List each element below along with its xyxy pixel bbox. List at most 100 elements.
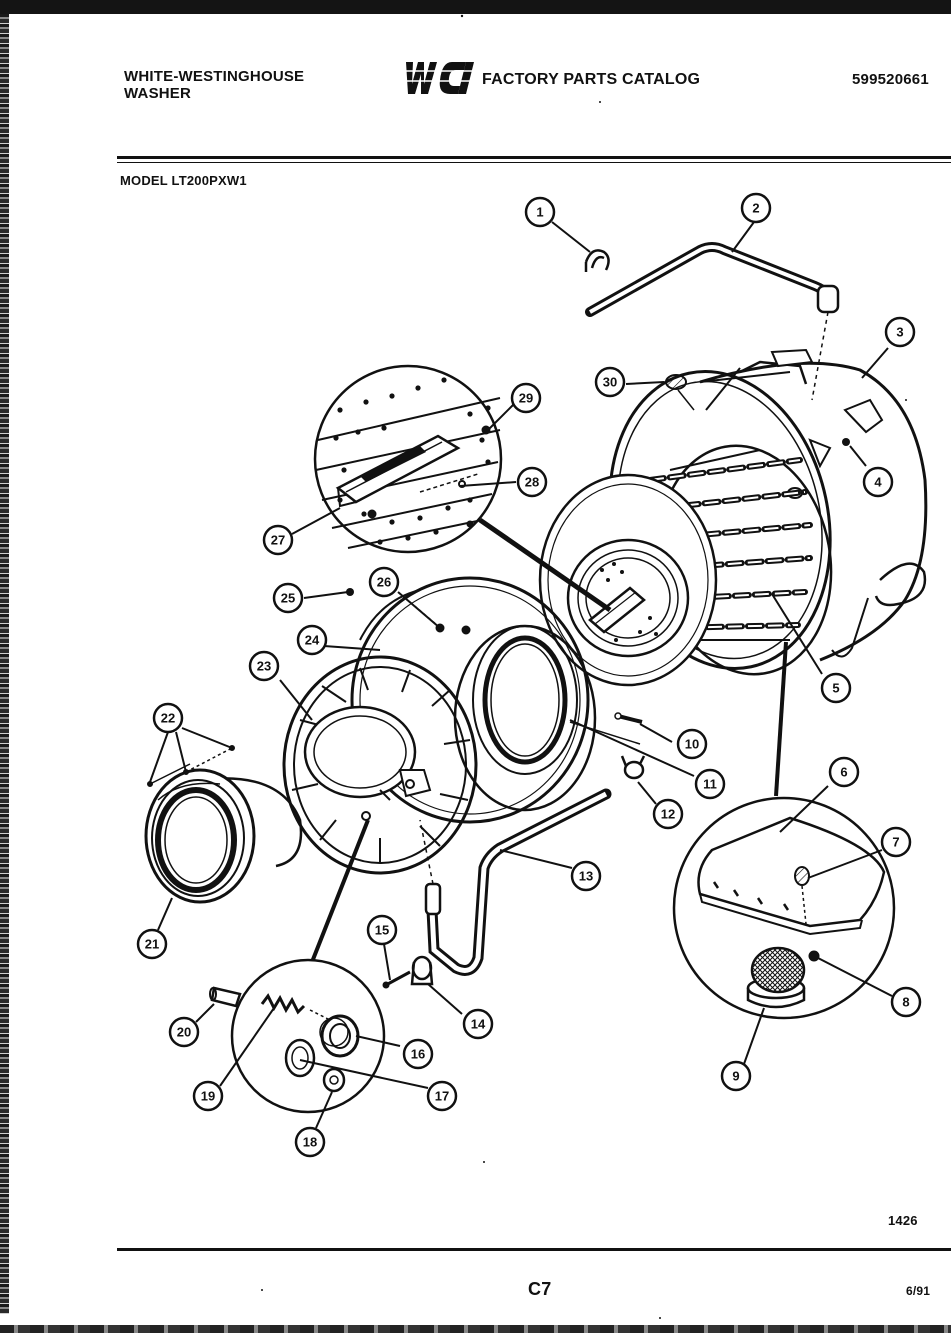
callout-number: 11 — [703, 777, 717, 792]
scan-edge-bottom — [0, 1325, 951, 1333]
callout-14: 14 — [462, 1008, 494, 1040]
callout-circle — [294, 1126, 326, 1158]
detail-drain-fittings — [230, 819, 386, 1114]
callout-circle — [862, 466, 894, 498]
callout-circle — [694, 768, 726, 800]
callout-circle — [820, 672, 852, 704]
callout-number: 20 — [177, 1025, 191, 1040]
callout-number: 4 — [874, 475, 882, 490]
callout-18: 18 — [294, 1126, 326, 1158]
part-hose-clamp — [584, 249, 610, 272]
callout-12: 12 — [652, 798, 684, 830]
callout-13: 13 — [570, 860, 602, 892]
callout-circle — [152, 702, 184, 734]
callout-11: 11 — [694, 768, 726, 800]
callout-number: 10 — [685, 737, 699, 752]
scan-edge-top — [0, 0, 951, 14]
callout-number: 27 — [271, 533, 285, 548]
part-drain-hose — [419, 788, 612, 976]
callout-3: 3 — [884, 316, 916, 348]
part-inner-basket — [478, 444, 833, 687]
callout-number: 26 — [377, 575, 391, 590]
page-code: C7 — [528, 1279, 552, 1299]
callout-17: 17 — [426, 1080, 458, 1112]
callout-number: 8 — [902, 995, 909, 1010]
scan-edge-left — [0, 14, 9, 1314]
callout-circle — [272, 582, 304, 614]
model-label: MODEL LT200PXW1 — [120, 173, 247, 188]
part-outer-tub — [608, 348, 928, 670]
callout-27: 27 — [262, 524, 294, 556]
callout-circle — [570, 860, 602, 892]
callout-number: 18 — [303, 1135, 317, 1150]
brand-block: WHITE-WESTINGHOUSE WASHER — [124, 68, 364, 102]
plate-number: 1426 — [888, 1213, 918, 1228]
part-fastener — [346, 588, 354, 596]
part-drain-clamp — [410, 955, 434, 986]
callout-number: 23 — [257, 659, 271, 674]
callout-22: 22 — [152, 702, 184, 734]
header-rule — [117, 156, 951, 159]
callout-number: 6 — [840, 765, 847, 780]
callout-circle — [510, 382, 542, 414]
callout-15: 15 — [366, 914, 398, 946]
callout-number: 19 — [201, 1089, 215, 1104]
callout-circle — [366, 914, 398, 946]
print-date: 6/91 — [906, 1284, 931, 1298]
callout-circle — [676, 728, 708, 760]
callout-number: 29 — [519, 391, 533, 406]
callout-circle — [248, 650, 280, 682]
callout-number: 14 — [471, 1017, 486, 1032]
callout-number: 3 — [896, 325, 903, 340]
callout-circle — [720, 1060, 752, 1092]
callout-circle — [740, 192, 772, 224]
callout-number: 24 — [305, 633, 320, 648]
callout-29: 29 — [510, 382, 542, 414]
callout-number: 5 — [832, 681, 839, 696]
callout-number: 2 — [752, 201, 759, 216]
wci-logo-icon — [402, 62, 476, 94]
callout-number: 15 — [375, 923, 389, 938]
callout-8: 8 — [890, 986, 922, 1018]
callout-number: 25 — [281, 591, 295, 606]
callout-6: 6 — [828, 756, 860, 788]
callout-1: 1 — [524, 196, 556, 228]
callout-5: 5 — [820, 672, 852, 704]
callout-24: 24 — [296, 624, 328, 656]
callout-20: 20 — [168, 1016, 200, 1048]
callout-number: 13 — [579, 869, 593, 884]
callout-circle — [402, 1038, 434, 1070]
part-plug — [209, 986, 242, 1008]
brand-name: WHITE-WESTINGHOUSE — [124, 68, 305, 85]
callout-circle — [516, 466, 548, 498]
callout-circle — [368, 566, 400, 598]
part-tub-front — [282, 655, 478, 875]
part-pin — [614, 712, 643, 724]
callout-number: 22 — [161, 711, 175, 726]
part-hose-upper — [585, 242, 840, 401]
callout-number: 30 — [603, 375, 617, 390]
part-clamp-screw — [382, 970, 411, 989]
catalog-number: 599520661 — [852, 71, 929, 88]
callout-4: 4 — [862, 466, 894, 498]
callout-9: 9 — [720, 1060, 752, 1092]
part-tub-front-gasket — [350, 576, 590, 824]
callout-21: 21 — [136, 928, 168, 960]
leader-lines — [149, 221, 893, 1129]
callout-circle — [652, 798, 684, 830]
callout-circle — [884, 316, 916, 348]
callout-16: 16 — [402, 1038, 434, 1070]
callout-circle — [296, 624, 328, 656]
part-grommet — [665, 374, 695, 411]
part-screw-tub — [842, 438, 850, 446]
callout-10: 10 — [676, 728, 708, 760]
footer-rule — [117, 1248, 951, 1251]
callout-23: 23 — [248, 650, 280, 682]
callout-number: 28 — [525, 475, 539, 490]
part-hose-clip — [620, 755, 646, 780]
detail-baffle-zoom — [313, 364, 503, 554]
callout-circle — [262, 524, 294, 556]
callout-25: 25 — [272, 582, 304, 614]
detail-pump-filter — [672, 641, 896, 1020]
